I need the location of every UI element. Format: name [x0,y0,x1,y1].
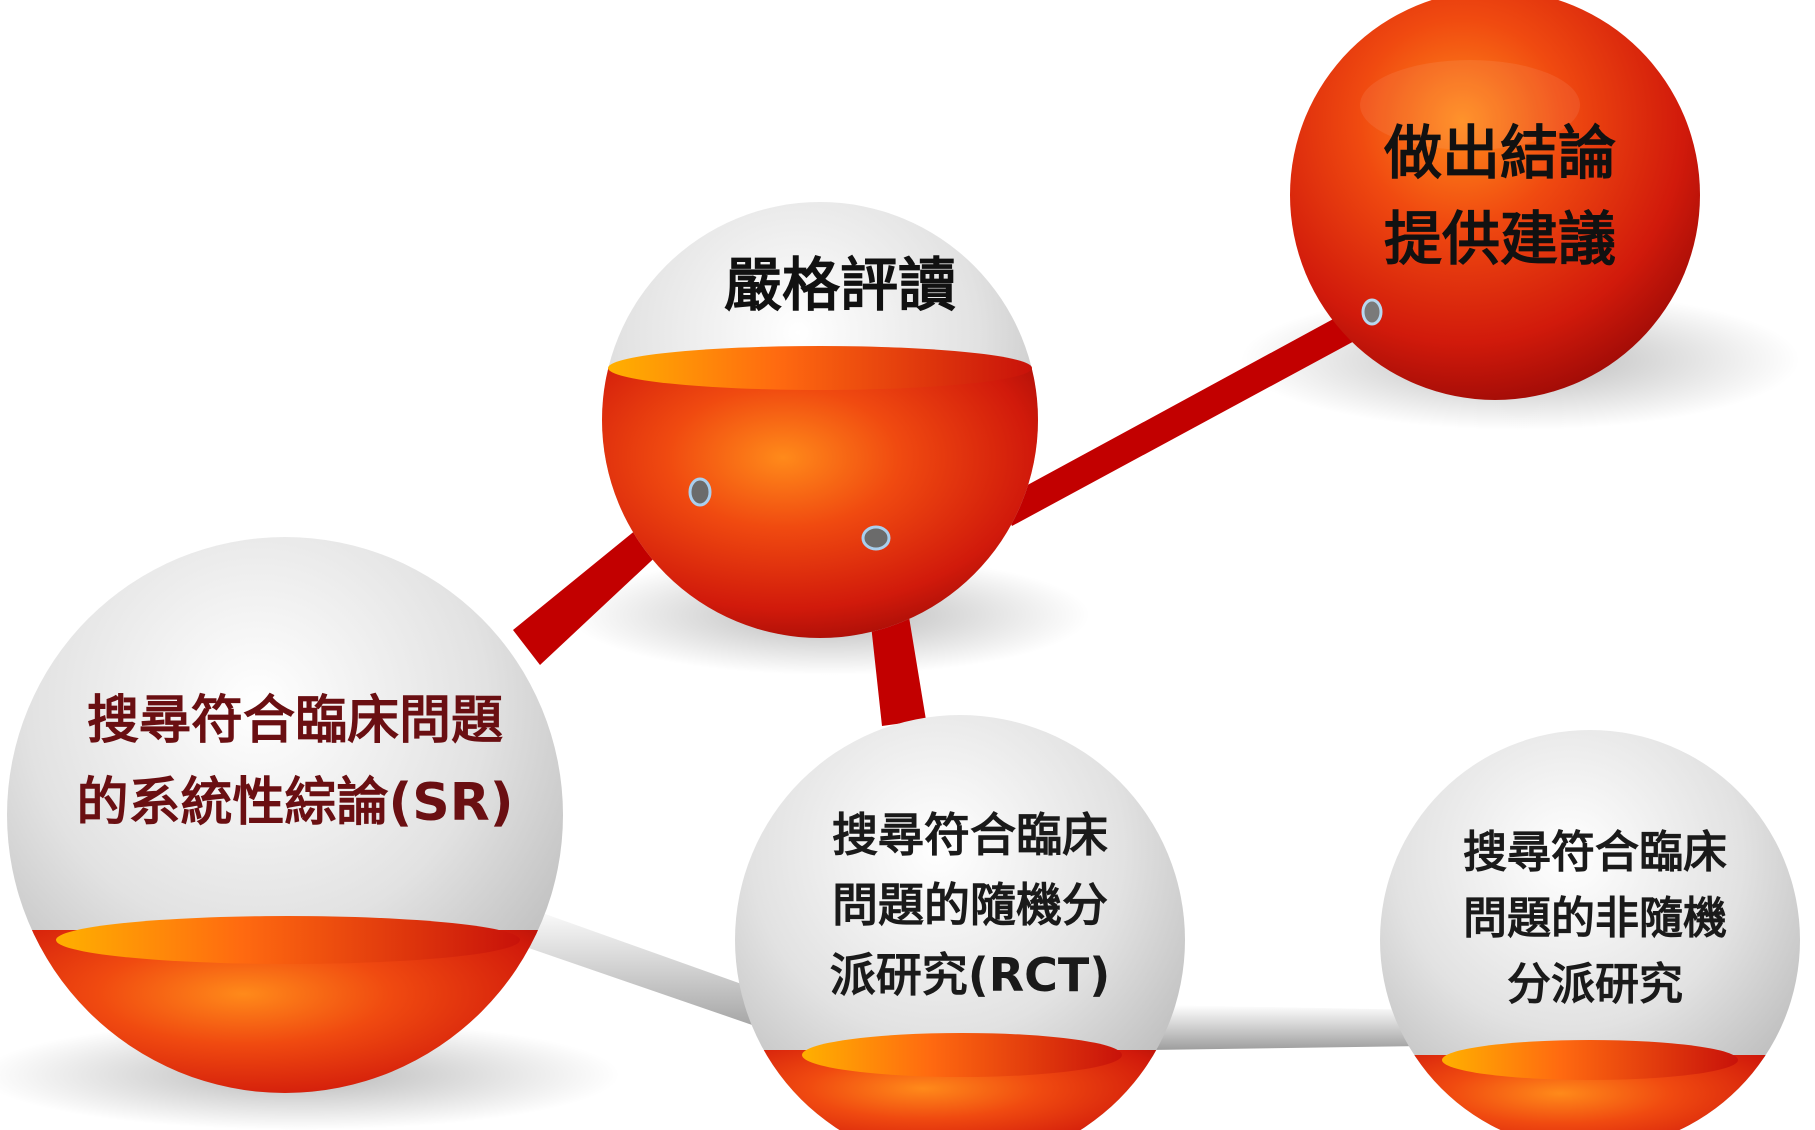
label-line: 搜尋符合臨床 [832,808,1108,862]
label-line: 的系統性綜論(SR) [76,773,514,833]
label-line: 搜尋符合臨床問題 [86,691,503,751]
connector-socket [1361,298,1383,326]
label-conclusion: 做出結論 提供建議 [1300,110,1700,282]
sphere-rim [56,916,520,964]
sphere-conclusion [1290,0,1700,400]
connector-socket [861,525,891,551]
label-line: 問題的非隨機 [1463,893,1727,944]
label-line: 提供建議 [1383,205,1616,273]
label-line: 搜尋符合臨床 [1463,827,1727,878]
connector-rct-to-nonrct [1150,1005,1425,1050]
label-line: 派研究(RCT) [829,948,1111,1002]
connector-socket [688,477,712,507]
label-critical-appraisal: 嚴格評讀 [620,250,1060,320]
sphere-rim [802,1033,1122,1077]
label-line: 分派研究 [1507,959,1683,1010]
sphere-rct [735,715,1185,1130]
sphere-highlight [1360,60,1580,150]
label-non-rct-search: 搜尋符合臨床 問題的非隨機 分派研究 [1380,820,1810,1018]
sphere-rim [1442,1040,1738,1080]
label-line: 問題的隨機分 [832,878,1108,932]
sphere-rim [608,346,1032,390]
label-rct-search: 搜尋符合臨床 問題的隨機分 派研究(RCT) [740,800,1200,1010]
label-systematic-review: 搜尋符合臨床問題 的系統性綜論(SR) [20,680,570,844]
connector-appraisal-to-conclusion [1000,299,1384,526]
connector-sr-to-rct [520,905,795,1038]
label-line: 做出結論 [1383,119,1616,187]
label-line: 嚴格評讀 [723,251,956,319]
